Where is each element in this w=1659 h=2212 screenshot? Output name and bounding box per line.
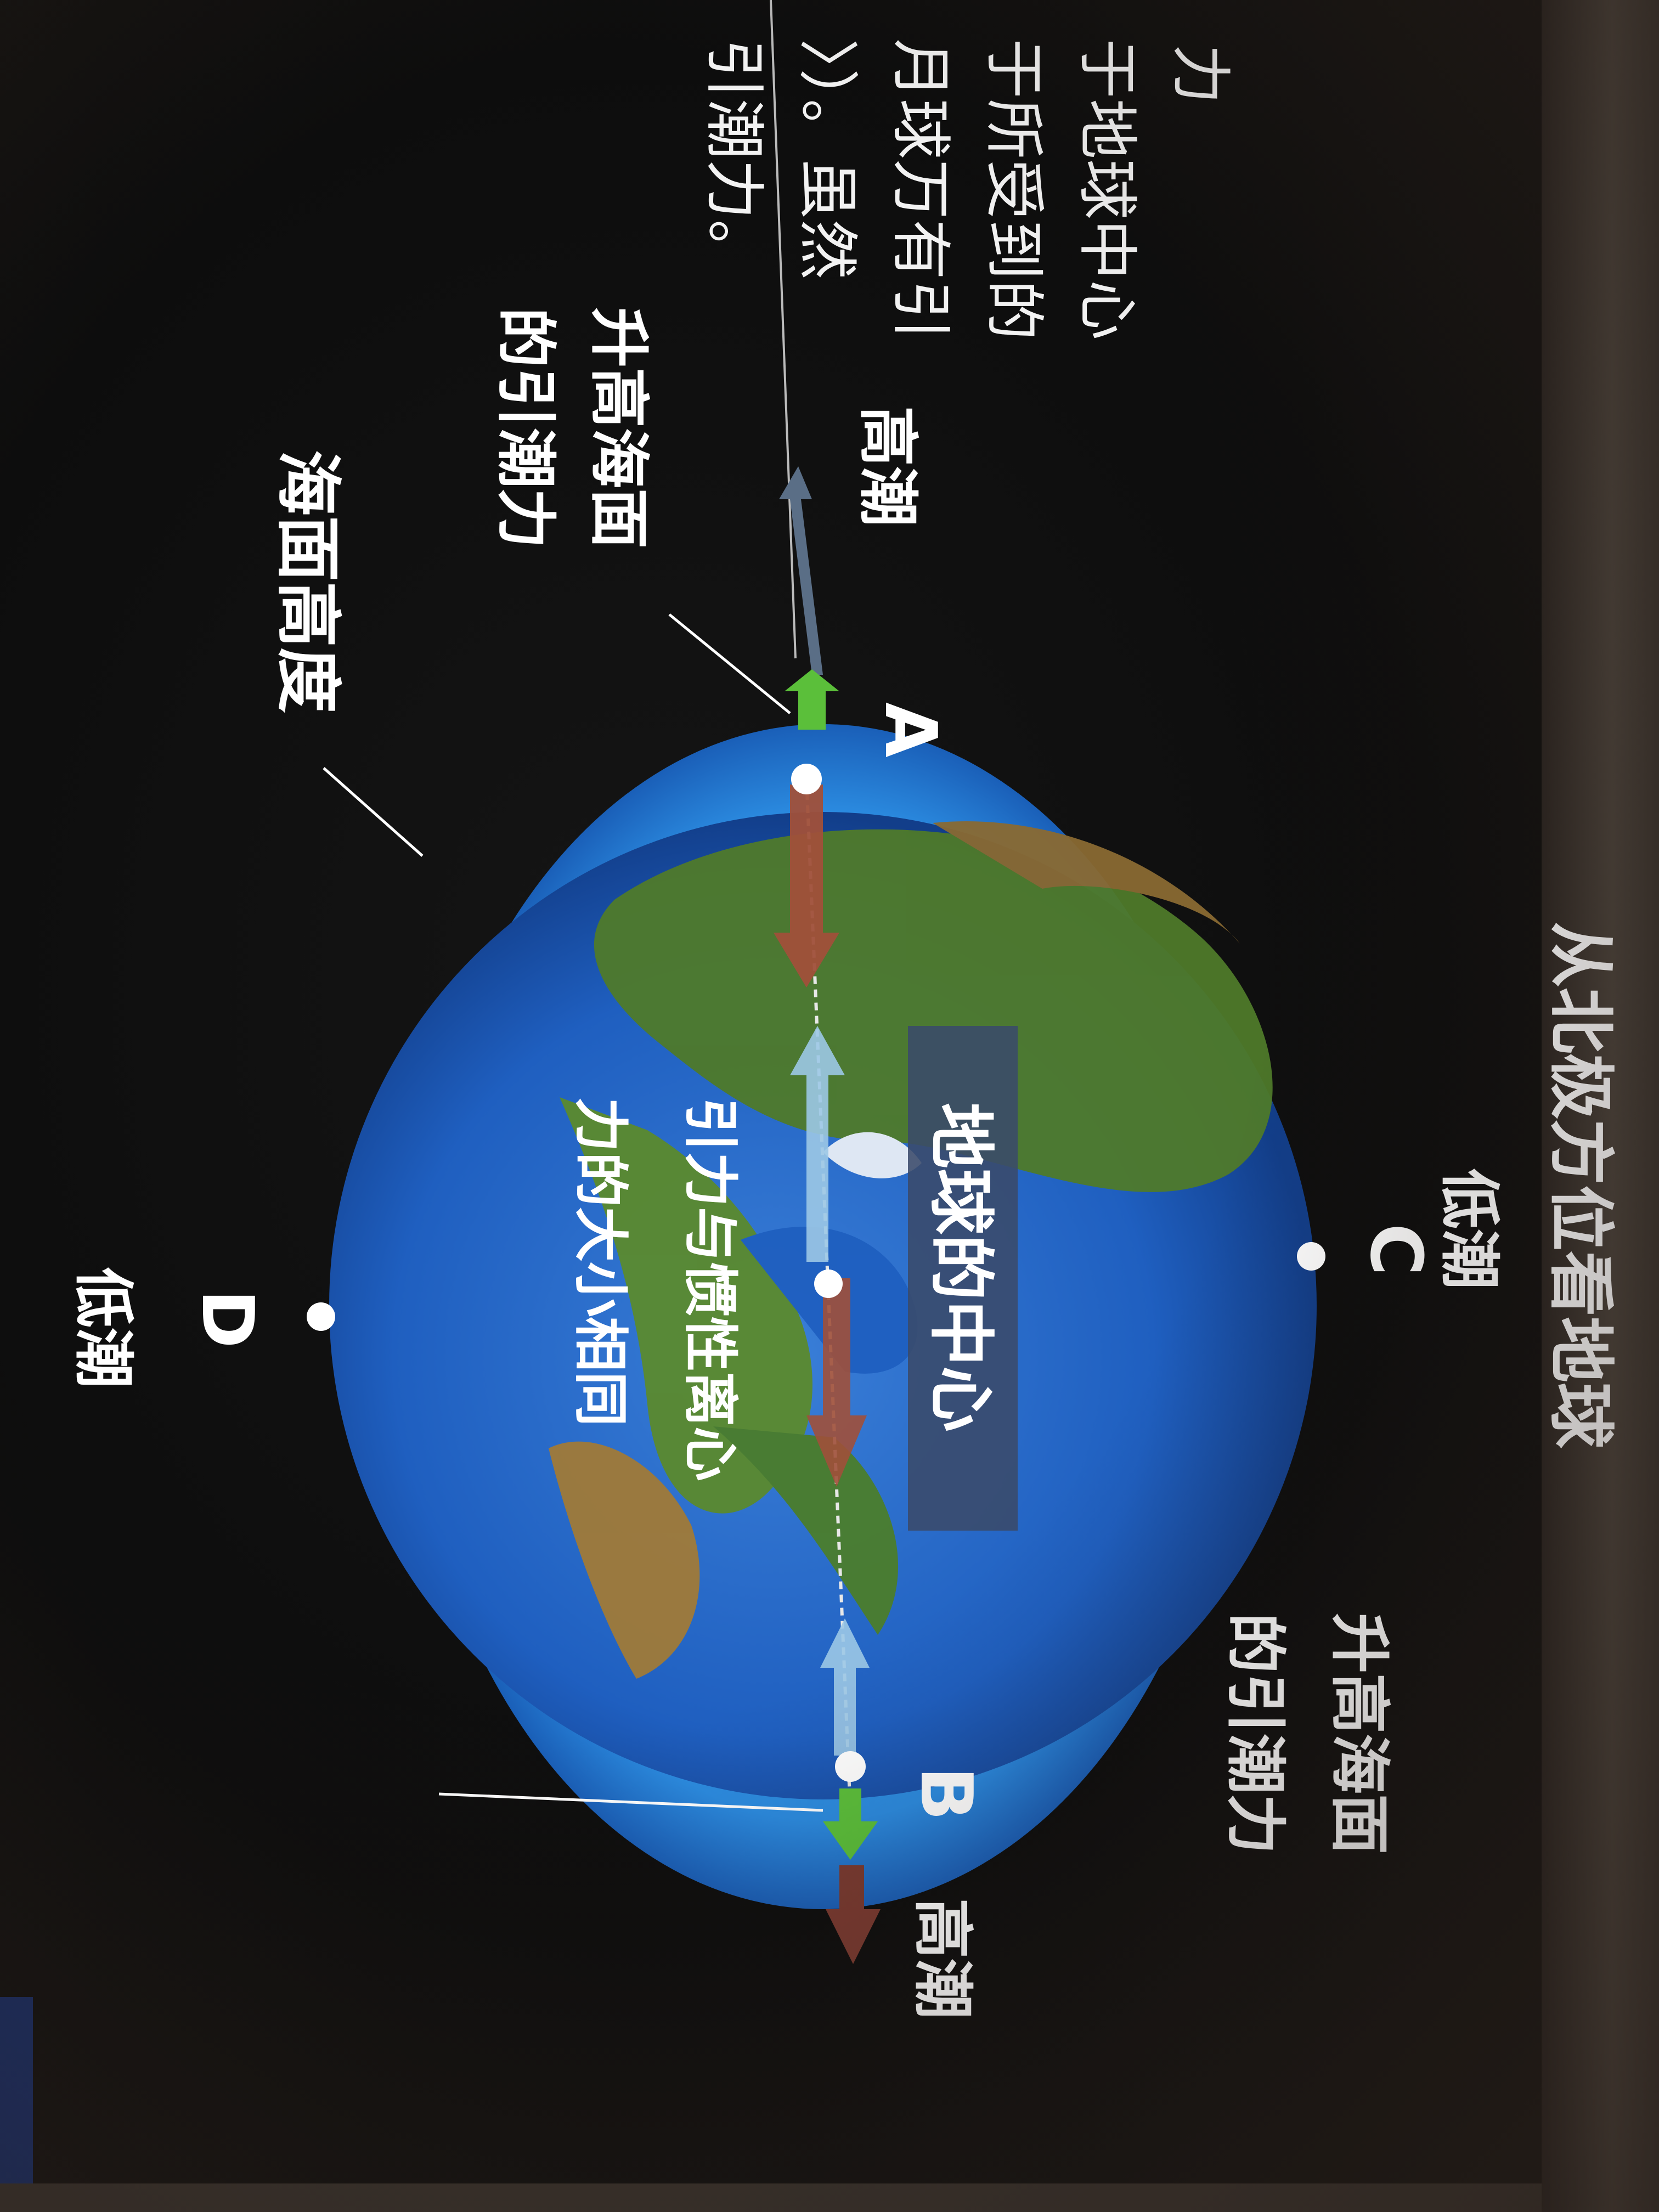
leader-line-a [668,613,791,714]
bg-line-5: 引潮力。 [699,38,769,280]
point-c-label: C [1355,1223,1438,1276]
tidal-force-arrow-a [785,669,839,730]
center-note-line-0: 引力与惯性离心 [678,1097,742,1481]
raising-force-a-line-0: 升高海面 [584,307,654,549]
point-a-label: A [869,702,952,758]
low-tide-label-c: 低潮 [1434,1169,1504,1289]
bg-line-2: 于所受到的 [979,38,1049,340]
high-tide-label-b: 高潮 [907,1898,978,2019]
low-tide-label-d: 低潮 [68,1267,138,1388]
bg-line-0: 力 [1165,44,1235,104]
point-d-label: D [186,1289,269,1348]
point-b-marker [835,1751,866,1782]
figure-title: 从北极方位看地球 [1542,922,1618,1449]
center-note-line-1: 力的大小相同 [568,1097,633,1426]
bg-line-4: 〉）。虽然 [792,38,862,280]
centrifugal-arrow-a [779,466,823,675]
raising-force-b-line-1: 的引潮力 [1220,1613,1290,1854]
high-tide-label-a: 高潮 [853,406,923,527]
leader-line-sea-level [323,767,424,857]
raising-force-a-line-1: 的引潮力 [490,307,561,549]
raising-force-b-line-0: 升高海面 [1324,1613,1395,1854]
point-d-marker [307,1302,335,1331]
point-b-label: B [905,1767,988,1821]
bg-line-1: 于地球中心 [1072,38,1142,340]
background-paragraph: 力 于地球中心 于所受到的 月球万有引 〉）。虽然 引潮力。 [699,38,1235,340]
point-a-marker [791,764,822,794]
reference-line [770,0,797,659]
earth-center-marker [814,1269,843,1298]
point-c-marker [1297,1242,1325,1271]
sea-level-height-label: 海面高度 [269,450,346,713]
center-label: 地球的中心 [922,1103,998,1432]
bg-line-3: 月球万有引 [885,38,956,340]
